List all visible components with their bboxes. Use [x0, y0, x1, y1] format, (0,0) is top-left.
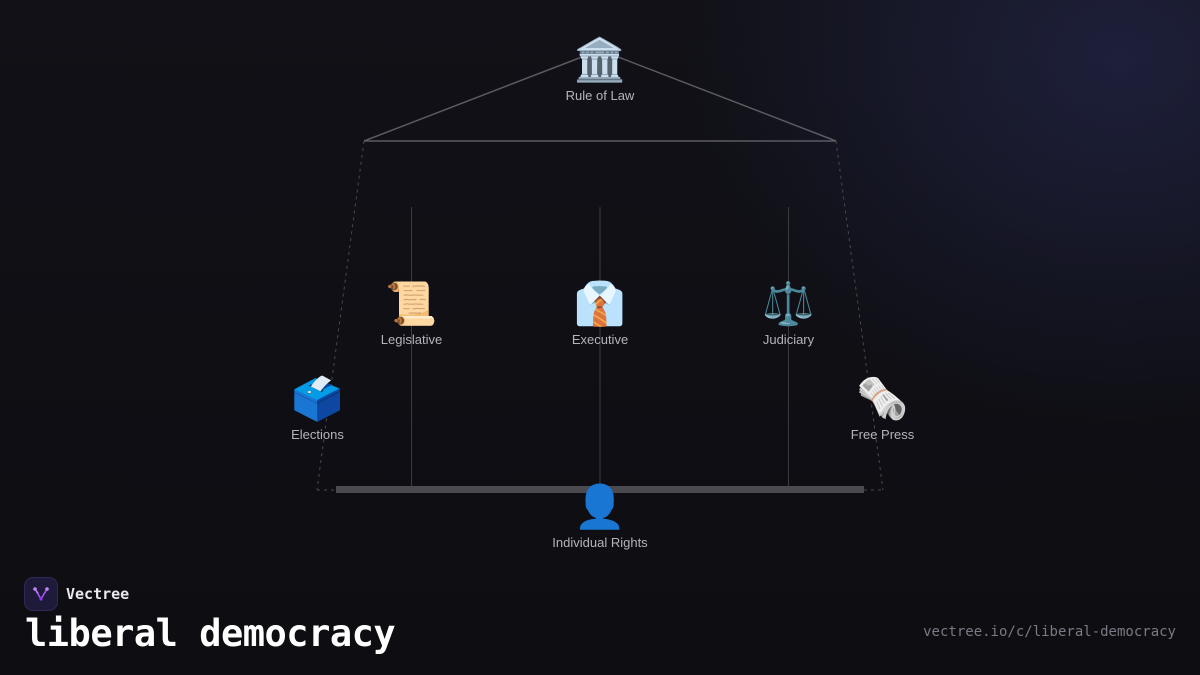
brand: Vectree [24, 577, 129, 611]
node-executive: 👔 Executive [510, 279, 690, 348]
source-url: vectree.io/c/liberal-democracy [923, 624, 1176, 640]
roof-line-right [599, 49, 837, 142]
node-label: Free Press [850, 427, 915, 442]
node-label: Individual Rights [552, 535, 648, 550]
vectree-logo-glyph [33, 587, 49, 601]
node-legislative: 📜 Legislative [322, 279, 502, 348]
outline-right [835, 140, 884, 491]
node-individual-rights: 👤 Individual Rights [510, 482, 690, 551]
node-judiciary: ⚖️ Judiciary [699, 279, 879, 348]
rolled-newspaper-icon: 🗞️ [856, 374, 909, 423]
node-label: Rule of Law [565, 88, 635, 103]
scroll-icon: 📜 [385, 279, 438, 328]
vectree-logo-icon [24, 577, 58, 611]
roof-line-left [363, 49, 601, 142]
node-rule-of-law: 🏛️ Rule of Law [510, 35, 690, 104]
necktie-icon: 👔 [573, 279, 627, 328]
node-label: Judiciary [762, 332, 815, 347]
node-label: Executive [571, 332, 629, 347]
node-free-press: 🗞️ Free Press [793, 374, 973, 443]
node-elections: 🗳️ Elections [228, 374, 408, 443]
classical-building-icon: 🏛️ [573, 35, 627, 84]
page-title: liberal democracy [25, 612, 396, 655]
ballot-box-icon: 🗳️ [291, 374, 344, 423]
foundation-bar [336, 486, 864, 493]
node-label: Elections [291, 427, 344, 442]
outline-left [316, 140, 365, 491]
brand-name: Vectree [66, 585, 130, 603]
balance-scale-icon: ⚖️ [762, 279, 815, 328]
node-label: Legislative [380, 332, 443, 347]
person-silhouette-icon: 👤 [573, 482, 627, 531]
